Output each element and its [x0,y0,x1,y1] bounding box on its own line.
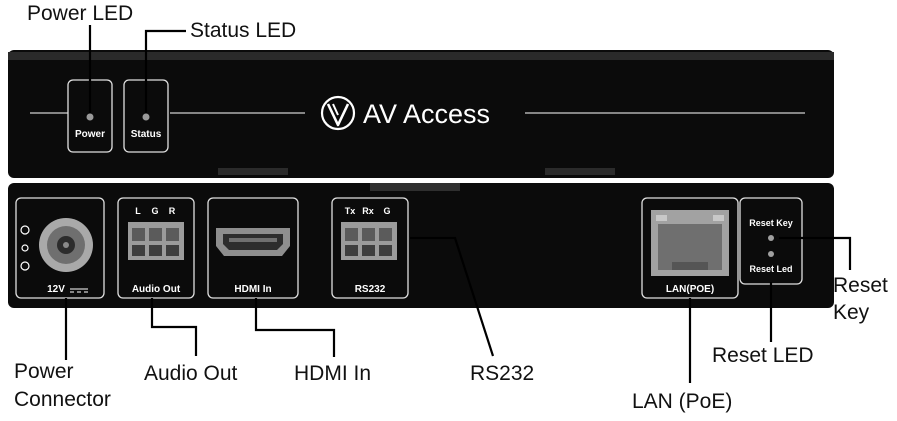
rs232-terminal-5 [362,245,375,256]
power-led [86,113,94,121]
audio-pin-l: L [135,206,141,216]
reset-led-label: Reset Led [749,264,792,274]
lan-port-label: LAN(POE) [666,284,714,295]
callout-rs232: RS232 [470,362,534,385]
front-foot-right [545,168,615,175]
audio-terminal-5 [149,245,162,256]
leader-audio-out [150,298,198,356]
rs232-port: Tx Rx G RS232 [331,197,409,299]
leader-hdmi-in [254,298,336,357]
rear-panel: 12V L G R Audio Out HDMI I [8,183,834,308]
callout-labels: Power LED Status LED Power Connector Aud… [14,2,888,413]
power-box [15,197,105,299]
leader-status-led [144,29,186,113]
leader-rs232 [410,236,495,357]
brand-name: AV Access [363,99,490,129]
audio-out-port: L G R Audio Out [117,197,195,299]
power-led-label: Power [75,129,105,140]
callout-audio-out: Audio Out [144,362,238,385]
rs232-pin-tx: Tx [345,206,356,216]
callout-status-led: Status LED [190,19,296,42]
audio-terminal-4 [132,245,145,256]
rj45-led-left [656,215,667,221]
reset-key-label: Reset Key [749,218,793,228]
power-port-label: 12V [47,284,65,295]
reset-key-button [768,235,774,241]
callout-power-led: Power LED [27,2,133,25]
power-connector: 12V [15,197,105,299]
audio-box [117,197,195,299]
rs232-terminal-3 [379,228,392,241]
rs232-pin-rx: Rx [362,206,374,216]
rear-panel-body [8,183,834,308]
hdmi-port-label: HDMI In [234,284,271,295]
rs232-port-label: RS232 [355,284,386,295]
rj45-led-right [713,215,724,221]
front-panel: Power Status AV Access [8,50,834,178]
rs232-terminal-4 [345,245,358,256]
callout-reset-key-line1: Reset [833,274,888,297]
audio-terminal-1 [132,228,145,241]
rs232-terminal-1 [345,228,358,241]
hdmi-box [207,197,299,299]
callout-hdmi-in: HDMI In [294,362,371,385]
av-access-logo-icon [320,95,356,131]
audio-terminal-2 [149,228,162,241]
reset-led [768,251,774,257]
hdmi-contacts [229,238,277,242]
front-panel-top-edge [8,52,834,60]
callout-lan-poe: LAN (PoE) [632,390,732,413]
audio-port-label: Audio Out [132,284,181,295]
front-foot-left [218,168,288,175]
status-led-label: Status [131,129,162,140]
rs232-box [331,197,409,299]
hdmi-in-port: HDMI In [207,197,299,299]
dc-jack-pin [63,242,69,248]
rs232-pin-g: G [383,206,390,216]
callout-reset-led: Reset LED [712,344,814,367]
leader-reset-key [779,236,852,270]
rear-top-tab [370,183,460,191]
front-panel-body [8,50,834,178]
audio-pin-g: G [151,206,158,216]
polarity-center-icon [21,244,29,252]
leader-lines [64,25,852,383]
audio-pin-r: R [169,206,176,216]
rj45-latch [672,262,708,270]
audio-terminal-6 [166,245,179,256]
rs232-terminal-6 [379,245,392,256]
audio-terminal-3 [166,228,179,241]
callout-power-connector-line1: Power [14,360,74,383]
callout-power-connector-line2: Connector [14,388,111,411]
callout-reset-key-line2: Key [833,301,870,324]
rs232-terminal-2 [362,228,375,241]
polarity-minus-icon [20,261,30,271]
polarity-plus-icon [20,225,30,235]
lan-poe-port: LAN(POE) [641,197,739,299]
status-led [142,113,150,121]
